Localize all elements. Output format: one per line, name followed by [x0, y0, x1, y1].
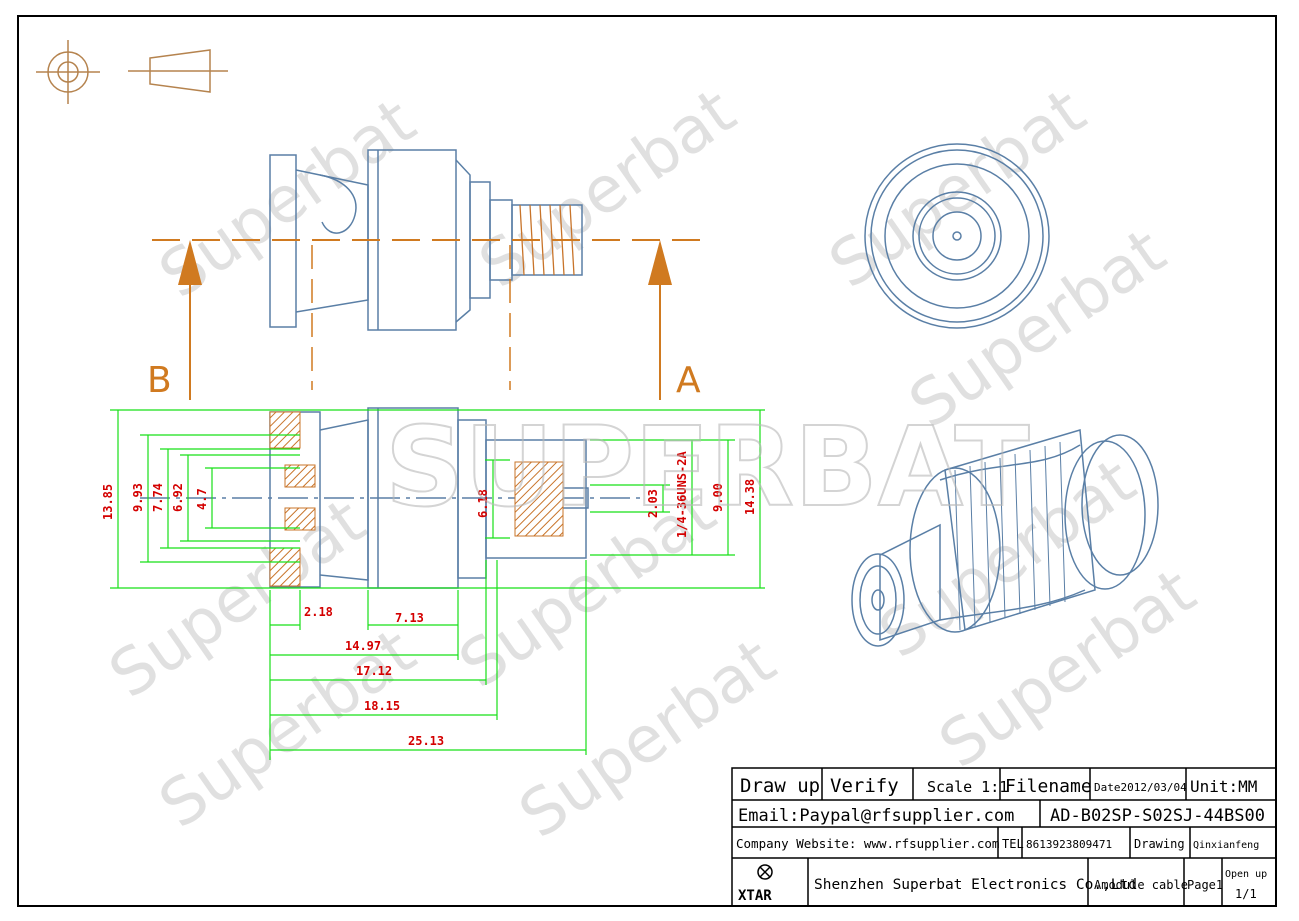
dim-9-00: 9.00	[711, 483, 725, 512]
dim-9-93: 9.93	[131, 483, 145, 512]
dim-14-97: 14.97	[345, 639, 381, 653]
title-block	[731, 767, 1277, 907]
tb-drawing: Drawing	[1134, 837, 1185, 851]
tb-scale: Scale 1:1	[927, 778, 1008, 796]
section-label-b: B	[147, 360, 172, 401]
projection-symbol	[36, 40, 228, 104]
tb-open-up: Open up	[1225, 869, 1267, 880]
tb-verify: Verify	[830, 775, 899, 797]
dimension-lines	[110, 409, 765, 760]
xtar-logo-icon	[757, 864, 773, 880]
tb-date: Date2012/03/04	[1094, 781, 1187, 794]
dim-7-74: 7.74	[151, 483, 165, 512]
tb-drawer: Qinxianfeng	[1193, 840, 1259, 851]
dim-13-85: 13.85	[101, 484, 115, 520]
tb-tel-label: TEL	[1002, 837, 1024, 851]
tb-open-up-count: 1/1	[1235, 887, 1257, 901]
dim-25-13: 25.13	[408, 734, 444, 748]
tb-email: Email:Paypal@rfsupplier.com	[738, 806, 1014, 826]
tb-company: Shenzhen Superbat Electronics Co.,Ltd	[814, 877, 1137, 893]
section-line	[152, 239, 705, 400]
dim-thread: 1/4-36UNS-2A	[675, 451, 689, 538]
dimension-labels: 13.85 9.93 7.74 6.92 4.7 6.18 2.03 1/4-3…	[101, 451, 757, 748]
section-arrow-a	[648, 240, 672, 285]
iso-view	[851, 429, 1159, 647]
dim-2-03: 2.03	[646, 489, 660, 518]
dim-6-92: 6.92	[171, 483, 185, 512]
tb-part-number: AD-B02SP-S02SJ-44BS00	[1050, 806, 1265, 826]
end-view	[864, 143, 1050, 329]
tb-logo: XTAR	[738, 888, 772, 904]
watermark-text: Superbat	[817, 75, 1099, 303]
dim-7-13: 7.13	[395, 611, 424, 625]
tb-filename: Filename	[1005, 776, 1092, 797]
tb-page: Page1	[1187, 878, 1223, 892]
dim-14-38: 14.38	[743, 479, 757, 515]
dim-17-12: 17.12	[356, 664, 392, 678]
sheet-border	[17, 15, 1277, 907]
watermark-text: Superbat	[467, 75, 749, 303]
section-label-a: A	[676, 360, 701, 401]
tb-website: Company Website: www.rfsupplier.com	[736, 836, 999, 851]
dim-2-18: 2.18	[304, 605, 333, 619]
dim-4-7: 4.7	[195, 488, 209, 510]
dim-6-18: 6.18	[476, 489, 490, 518]
dim-18-15: 18.15	[364, 699, 400, 713]
section-arrow-b	[178, 240, 202, 285]
title-block-text: Draw up Verify Scale 1:1 Filename Date20…	[736, 775, 1267, 904]
tb-tel: 8613923809471	[1026, 838, 1112, 851]
tb-draw-up: Draw up	[740, 775, 820, 797]
brand-watermark: SUPERBAT	[385, 403, 1029, 531]
tb-unit: Unit:MM	[1190, 777, 1257, 796]
tb-product: Amodule cable	[1094, 878, 1188, 892]
